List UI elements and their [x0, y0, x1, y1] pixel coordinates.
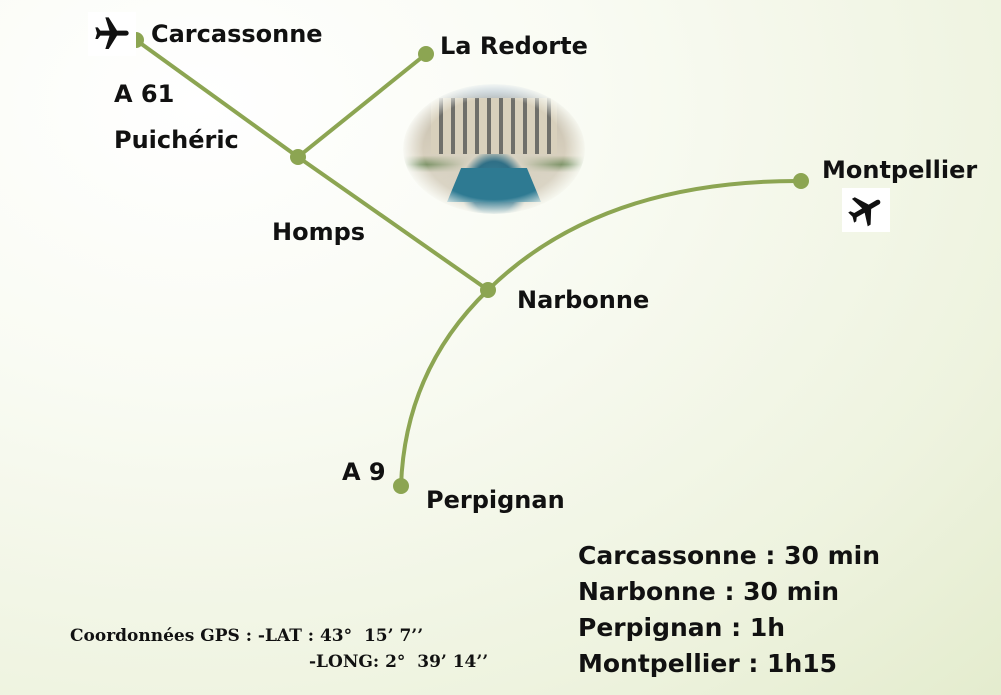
- node-narbonne: [480, 282, 496, 298]
- label-a61: A 61: [114, 80, 174, 108]
- label-a9: A 9: [342, 458, 386, 486]
- road-a9: [399, 288, 490, 487]
- label-montpellier: Montpellier: [822, 156, 977, 184]
- label-la-redorte: La Redorte: [440, 32, 588, 60]
- travel-time-carcassonne: Carcassonne : 30 min: [578, 541, 881, 570]
- road-la-redorte: [296, 52, 428, 159]
- road-homps-narbonne: [296, 155, 490, 292]
- chateau-photo: [403, 84, 585, 214]
- label-homps: Homps: [272, 218, 365, 246]
- travel-times: Carcassonne : 30 min Narbonne : 30 min P…: [578, 538, 880, 682]
- label-carcassonne: Carcassonne: [151, 20, 323, 48]
- node-perpignan: [393, 478, 409, 494]
- chateau-facade: [431, 98, 557, 154]
- gps-coordinates: Coordonnées GPS : -LAT : 43° 15’ 7’’ -LO…: [70, 623, 488, 675]
- label-puicheric: Puichéric: [114, 126, 239, 154]
- road-a61: [134, 38, 300, 159]
- pool: [447, 168, 541, 202]
- node-la-redorte: [418, 46, 434, 62]
- airplane-icon: [842, 188, 890, 232]
- airplane-icon: [88, 12, 136, 56]
- road-montpellier: [486, 178, 802, 292]
- gps-latitude: Coordonnées GPS : -LAT : 43° 15’ 7’’: [70, 626, 424, 646]
- travel-time-montpellier: Montpellier : 1h15: [578, 649, 838, 678]
- travel-time-perpignan: Perpignan : 1h: [578, 613, 786, 642]
- label-perpignan: Perpignan: [426, 486, 565, 514]
- node-homps: [290, 149, 306, 165]
- label-narbonne: Narbonne: [517, 286, 649, 314]
- gps-longitude: -LONG: 2° 39’ 14’’: [309, 652, 489, 672]
- travel-time-narbonne: Narbonne : 30 min: [578, 577, 840, 606]
- node-montpellier: [793, 173, 809, 189]
